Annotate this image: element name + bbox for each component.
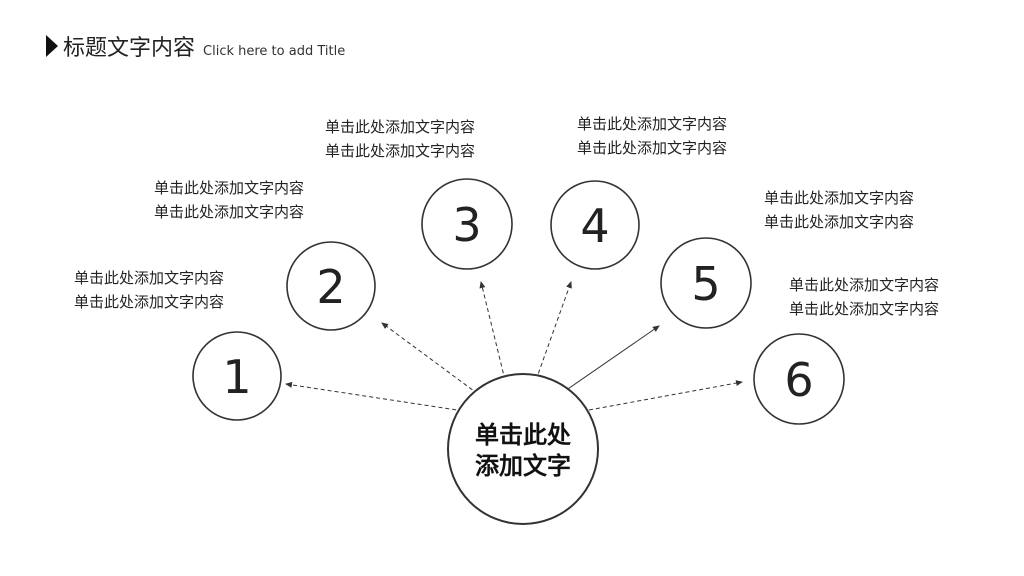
node-3[interactable]: 3 [421,178,513,270]
center-node[interactable]: 单击此处 添加文字 [447,373,599,525]
label-line: 单击此处添加文字内容 [764,189,915,207]
label-line: 单击此处添加文字内容 [325,118,476,136]
node-number: 4 [580,199,609,253]
node-number: 1 [222,350,251,404]
connector-5 [561,325,660,394]
node-number: 5 [691,257,720,311]
node-2[interactable]: 2 [286,241,376,331]
label-line: 单击此处添加文字内容 [154,203,305,221]
play-arrow-icon [46,35,58,57]
connector-1 [285,381,471,413]
node-6[interactable]: 6 [753,333,845,425]
label-node-1[interactable]: 单击此处添加文字内容 单击此处添加文字内容 [74,266,224,314]
connector-4 [535,281,572,381]
page-subtitle[interactable]: Click here to add Title [203,44,346,59]
label-node-4[interactable]: 单击此处添加文字内容 单击此处添加文字内容 [577,112,727,160]
label-line: 单击此处添加文字内容 [74,269,225,287]
node-number: 6 [784,353,813,407]
page-title[interactable]: 标题文字内容 [63,36,196,61]
label-line: 单击此处添加文字内容 [764,213,915,231]
label-line: 单击此处添加文字内容 [154,179,305,197]
label-line: 单击此处添加文字内容 [789,276,940,294]
label-line: 单击此处添加文字内容 [74,293,225,311]
node-5[interactable]: 5 [660,237,752,329]
node-1[interactable]: 1 [192,331,282,421]
connector-6 [588,380,743,411]
label-node-6[interactable]: 单击此处添加文字内容 单击此处添加文字内容 [789,273,939,321]
label-node-3[interactable]: 单击此处添加文字内容 单击此处添加文字内容 [325,115,475,163]
node-number: 3 [452,198,481,252]
label-line: 单击此处添加文字内容 [789,300,940,318]
title-row: 标题文字内容 Click here to add Title [46,30,345,62]
label-node-5[interactable]: 单击此处添加文字内容 单击此处添加文字内容 [764,186,914,234]
label-line: 单击此处添加文字内容 [325,142,476,160]
connector-3 [479,281,506,381]
node-number: 2 [316,260,345,314]
label-line: 单击此处添加文字内容 [577,139,728,157]
label-line: 单击此处添加文字内容 [577,115,728,133]
label-node-2[interactable]: 单击此处添加文字内容 单击此处添加文字内容 [154,176,304,224]
center-text-line2: 添加文字 [475,452,571,480]
node-4[interactable]: 4 [550,180,640,270]
connector-2 [381,322,479,395]
center-text-line1: 单击此处 [475,421,571,449]
